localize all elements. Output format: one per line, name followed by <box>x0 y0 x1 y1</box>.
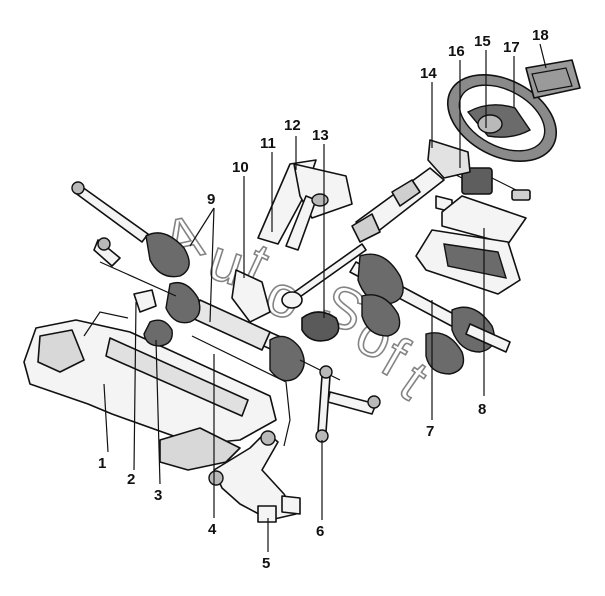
callout-14: 14 <box>420 65 437 82</box>
callout-4: 4 <box>208 521 217 538</box>
callout-9: 9 <box>207 191 215 208</box>
subframe <box>23 289 277 471</box>
callout-1: 1 <box>98 455 106 472</box>
callout-6: 6 <box>316 523 324 540</box>
callout-15: 15 <box>474 33 491 50</box>
callout-2: 2 <box>127 471 135 488</box>
tunnel-covers <box>415 195 527 295</box>
steering-rack <box>99 261 341 382</box>
intermediate-shaft <box>281 243 367 342</box>
callout-5: 5 <box>262 555 270 572</box>
callout-16: 16 <box>448 43 465 60</box>
callout-7: 7 <box>426 423 434 440</box>
callout-8: 8 <box>478 401 486 418</box>
steering-wheel <box>446 73 558 163</box>
callout-labels: 1 2 3 4 5 6 7 8 9 10 11 12 13 14 15 16 1… <box>98 27 549 572</box>
stabiliser-link <box>315 365 333 443</box>
lower-control-arm <box>191 335 301 523</box>
tie-rods <box>71 181 381 415</box>
combination-switch <box>445 167 531 201</box>
leader-lines <box>103 43 547 552</box>
callout-12: 12 <box>284 117 301 134</box>
callout-3: 3 <box>154 487 162 504</box>
column-bracket <box>257 159 353 251</box>
callout-17: 17 <box>503 39 520 56</box>
callout-11: 11 <box>260 135 276 152</box>
callout-10: 10 <box>232 159 249 176</box>
steering-pad <box>525 59 581 99</box>
callout-13: 13 <box>312 127 329 144</box>
callout-18: 18 <box>532 27 549 44</box>
